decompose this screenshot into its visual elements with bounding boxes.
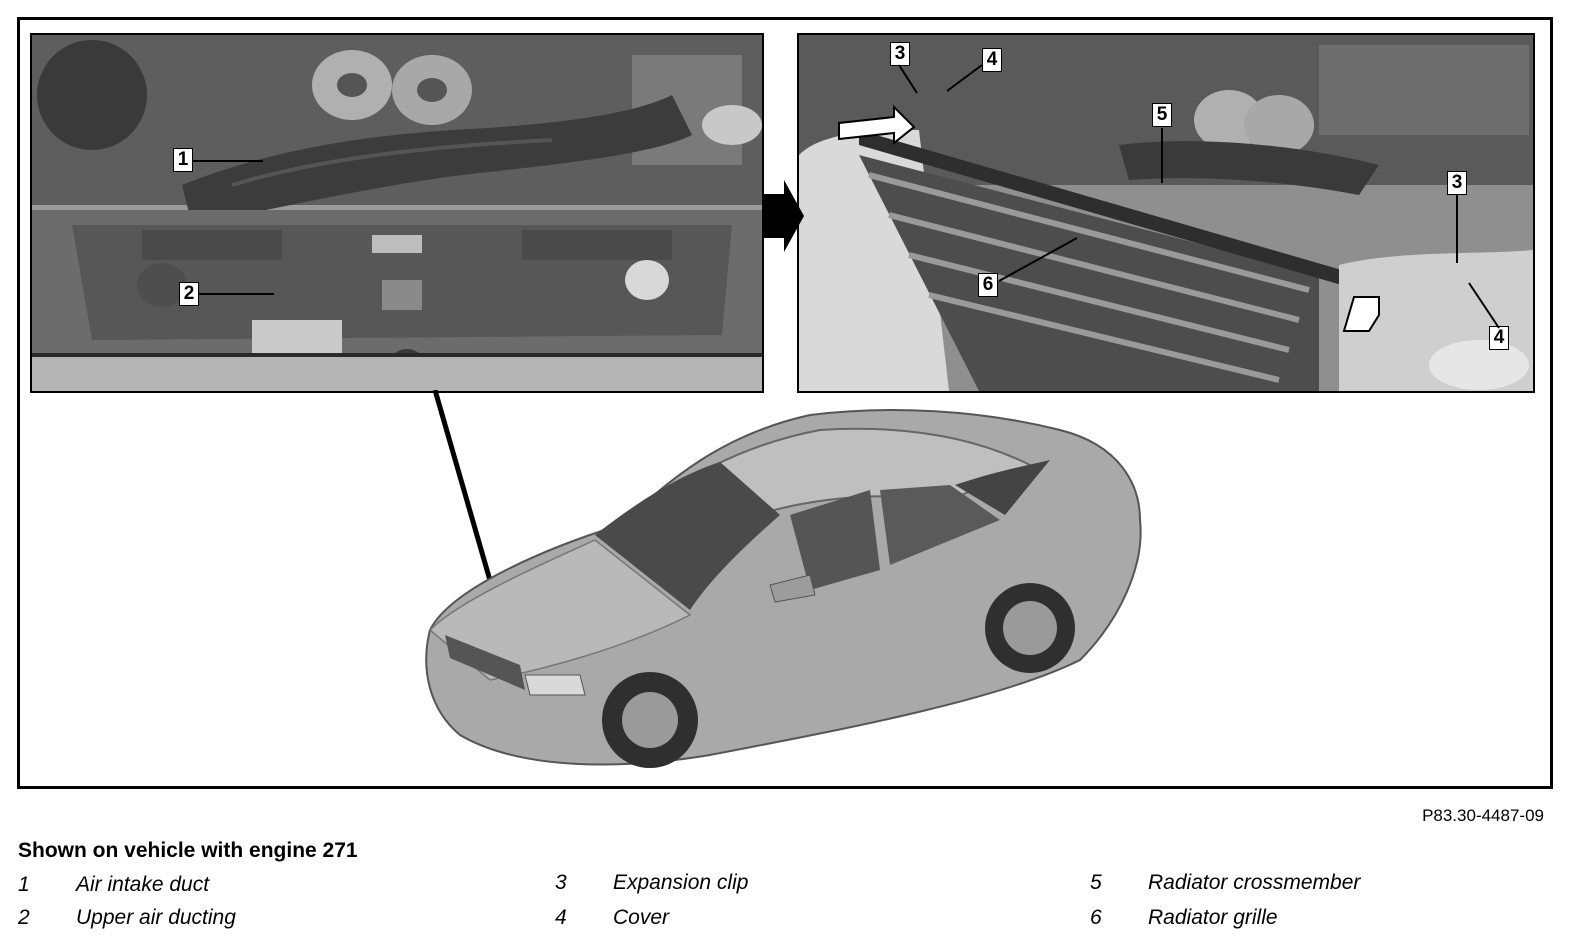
- callout-left-1-leader: [193, 160, 263, 162]
- callout-left-2: 2: [179, 282, 199, 306]
- legend-num: 2: [18, 906, 30, 929]
- legend-num: 1: [18, 873, 30, 896]
- legend-item-1: 1 Air intake duct: [18, 873, 318, 899]
- engine-bay-left-drawing: [32, 35, 762, 391]
- legend-item-3: 3 Expansion clip: [555, 871, 855, 897]
- engine-bay-right-drawing: [799, 35, 1533, 391]
- legend-label: Radiator crossmember: [1148, 871, 1361, 894]
- legend-item-2: 2 Upper air ducting: [18, 906, 318, 932]
- figure-code: P83.30-4487-09: [1422, 806, 1544, 825]
- callout-right-4a: 4: [982, 48, 1002, 72]
- legend-label: Radiator grille: [1148, 906, 1278, 929]
- legend-item-6: 6 Radiator grille: [1090, 906, 1430, 932]
- legend-label: Air intake duct: [76, 873, 210, 896]
- callout-right-leaders: [898, 64, 1500, 329]
- leader-line: [432, 390, 503, 616]
- legend-num: 5: [1090, 871, 1102, 894]
- legend-num: 6: [1090, 906, 1102, 929]
- legend-item-5: 5 Radiator crossmember: [1090, 871, 1430, 897]
- caption-title: Shown on vehicle with engine 271: [18, 839, 358, 862]
- callout-left-2-leader: [199, 293, 274, 295]
- transition-arrow: [764, 180, 804, 252]
- callout-right-6: 6: [978, 273, 998, 297]
- legend-label: Cover: [613, 906, 670, 929]
- callout-right-5: 5: [1152, 103, 1172, 127]
- engine-bay-photo-left: [30, 33, 764, 393]
- vehicle-overview-drawing: [425, 390, 1142, 768]
- legend-num: 3: [555, 871, 567, 894]
- legend-item-4: 4 Cover: [555, 906, 855, 932]
- engine-bay-photo-right: [797, 33, 1535, 393]
- callout-right-3b: 3: [1447, 171, 1467, 195]
- legend-num: 4: [555, 906, 567, 929]
- legend-label: Expansion clip: [613, 871, 749, 894]
- callout-left-1: 1: [173, 148, 193, 172]
- legend-label: Upper air ducting: [76, 906, 236, 929]
